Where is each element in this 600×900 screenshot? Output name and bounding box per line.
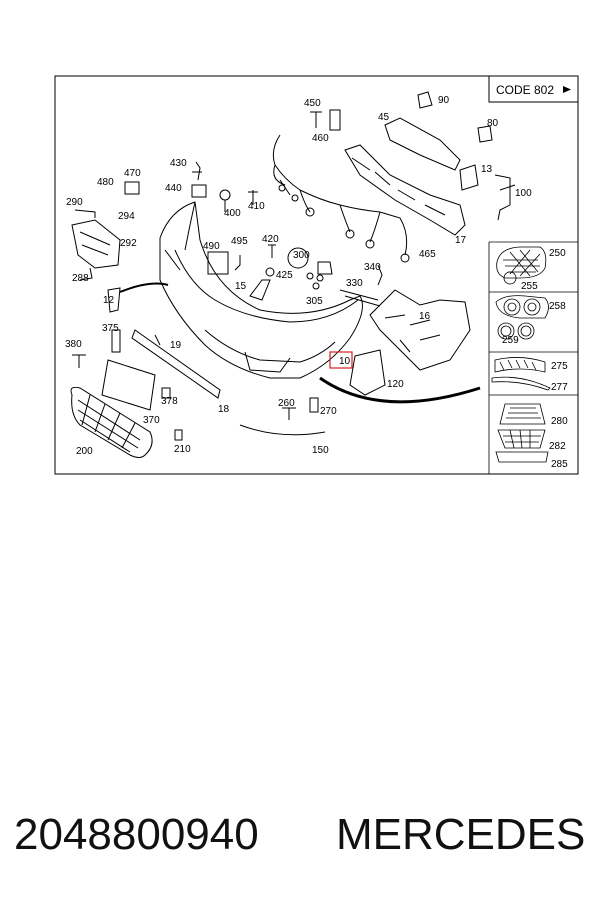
part-label-460: 460	[312, 133, 329, 144]
part-label-10: 10	[339, 356, 351, 367]
part-label-12: 12	[103, 295, 115, 306]
code-arrow-icon	[563, 86, 571, 93]
part-label-250: 250	[549, 248, 566, 259]
small-components	[72, 91, 516, 441]
part-label-300: 300	[293, 250, 310, 261]
diagram-frame	[54, 75, 579, 475]
part-label-80: 80	[487, 118, 499, 129]
part-label-288: 288	[72, 273, 89, 284]
highlight-box-10	[329, 351, 353, 369]
part-label-450: 450	[304, 98, 321, 109]
part-label-259: 259	[502, 335, 519, 346]
trim-strips	[101, 287, 386, 436]
brand-name: MERCEDES	[336, 810, 586, 859]
part-label-100: 100	[515, 188, 532, 199]
part-label-258: 258	[549, 301, 566, 312]
part-label-13: 13	[481, 164, 493, 175]
part-label-340: 340	[364, 262, 381, 273]
chrome-strip-275	[491, 357, 551, 391]
part-label-370: 370	[143, 415, 160, 426]
part-label-292: 292	[120, 238, 137, 249]
part-label-290: 290	[66, 197, 83, 208]
code-label: CODE 802	[496, 83, 554, 97]
part-label-210: 210	[174, 444, 191, 455]
leader-curve	[119, 282, 169, 293]
part-label-440: 440	[165, 183, 182, 194]
part-label-400: 400	[224, 208, 241, 219]
part-label-150: 150	[312, 445, 329, 456]
lower-grille-200	[70, 386, 153, 458]
part-label-294: 294	[118, 211, 135, 222]
part-label-425: 425	[276, 270, 293, 281]
front-bumper-cover	[159, 201, 363, 379]
part-label-16: 16	[419, 311, 431, 322]
upper-bracket-45	[344, 117, 466, 236]
part-label-275: 275	[551, 361, 568, 372]
part-label-420: 420	[262, 234, 279, 245]
part-label-282: 282	[549, 441, 566, 452]
part-label-90: 90	[438, 95, 450, 106]
left-bracket-292	[71, 209, 121, 281]
side-bracket-16	[369, 289, 471, 371]
part-label-330: 330	[346, 278, 363, 289]
part-label-375: 375	[102, 323, 119, 334]
part-label-280: 280	[551, 416, 568, 427]
part-label-480: 480	[97, 177, 114, 188]
part-label-285: 285	[551, 459, 568, 470]
parts-diagram: CODE 802	[54, 75, 579, 475]
wiring-harness-465	[272, 134, 410, 263]
part-label-430: 430	[170, 158, 187, 169]
part-label-380: 380	[65, 339, 82, 350]
part-label-495: 495	[231, 236, 248, 247]
part-label-270: 270	[320, 406, 337, 417]
part-label-470: 470	[124, 168, 141, 179]
part-label-277: 277	[551, 382, 568, 393]
part-label-260: 260	[278, 398, 295, 409]
leader-curve-right	[319, 376, 481, 404]
part-label-305: 305	[306, 296, 323, 307]
fog-grille-250	[496, 246, 547, 285]
inset-panels	[488, 241, 578, 474]
part-label-410: 410	[248, 201, 265, 212]
fog-ring-258	[495, 295, 549, 340]
part-label-490: 490	[203, 241, 220, 252]
part-labels: 450 90 460 45 80 430 470 480 440 13 100 400 410 290 29…	[65, 95, 568, 470]
part-label-465: 465	[419, 249, 436, 260]
part-label-120: 120	[387, 379, 404, 390]
part-label-17: 17	[455, 235, 467, 246]
part-label-45: 45	[378, 112, 390, 123]
part-label-19: 19	[170, 340, 182, 351]
part-label-255: 255	[521, 281, 538, 292]
part-label-18: 18	[218, 404, 230, 415]
part-number: 2048800940	[14, 810, 259, 859]
part-label-15: 15	[235, 281, 247, 292]
part-label-200: 200	[76, 446, 93, 457]
part-label-378: 378	[161, 396, 178, 407]
grille-280	[495, 403, 549, 463]
